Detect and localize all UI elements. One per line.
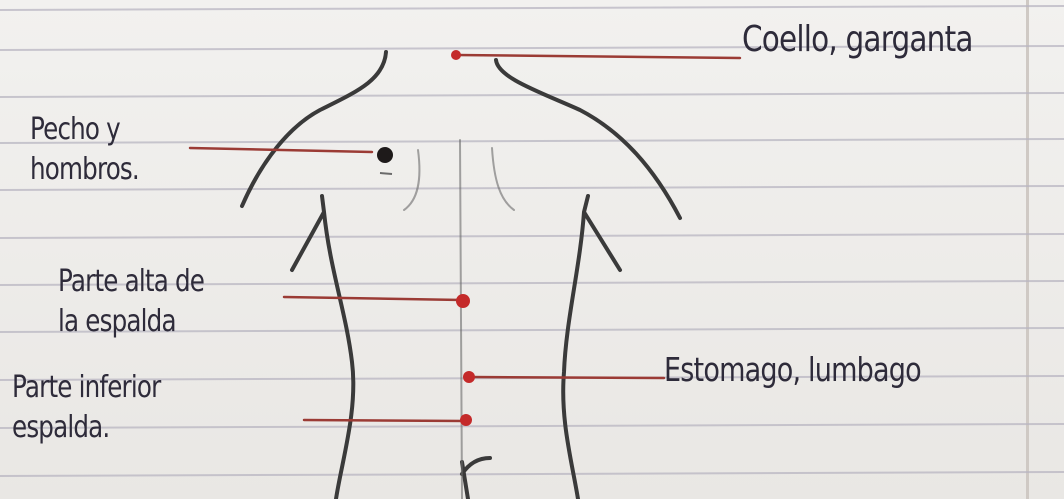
- chest-contour-left: [404, 150, 419, 210]
- left-torso-line: [292, 196, 353, 499]
- stomach-label: Estomago, lumbago: [664, 350, 921, 390]
- neck-leader-line: [456, 55, 740, 58]
- chest-point: [377, 147, 393, 163]
- neck-point: [451, 50, 461, 60]
- stomach-leader-line: [470, 377, 664, 378]
- stomach-point: [463, 371, 475, 383]
- chest-leader-line: [190, 148, 372, 152]
- spine-line: [460, 140, 462, 499]
- lower-back-leader-line: [304, 420, 466, 421]
- lower-back-point: [460, 414, 472, 426]
- upper-back-leader-line: [284, 297, 462, 300]
- upper-back-point: [456, 294, 470, 308]
- right-torso-line: [563, 196, 620, 499]
- lower-back-label: Parte inferior espalda.: [12, 368, 160, 448]
- chest-label: Pecho y hombros.: [30, 110, 139, 190]
- upper-back-label: Parte alta de la espalda: [58, 262, 204, 342]
- tailbone-mark: [462, 458, 490, 499]
- chest-contour-right: [492, 148, 514, 210]
- chest-point-mark: [380, 173, 392, 174]
- neck-label: Coello, garganta: [742, 20, 973, 60]
- left-neck-shoulder-line: [242, 52, 386, 206]
